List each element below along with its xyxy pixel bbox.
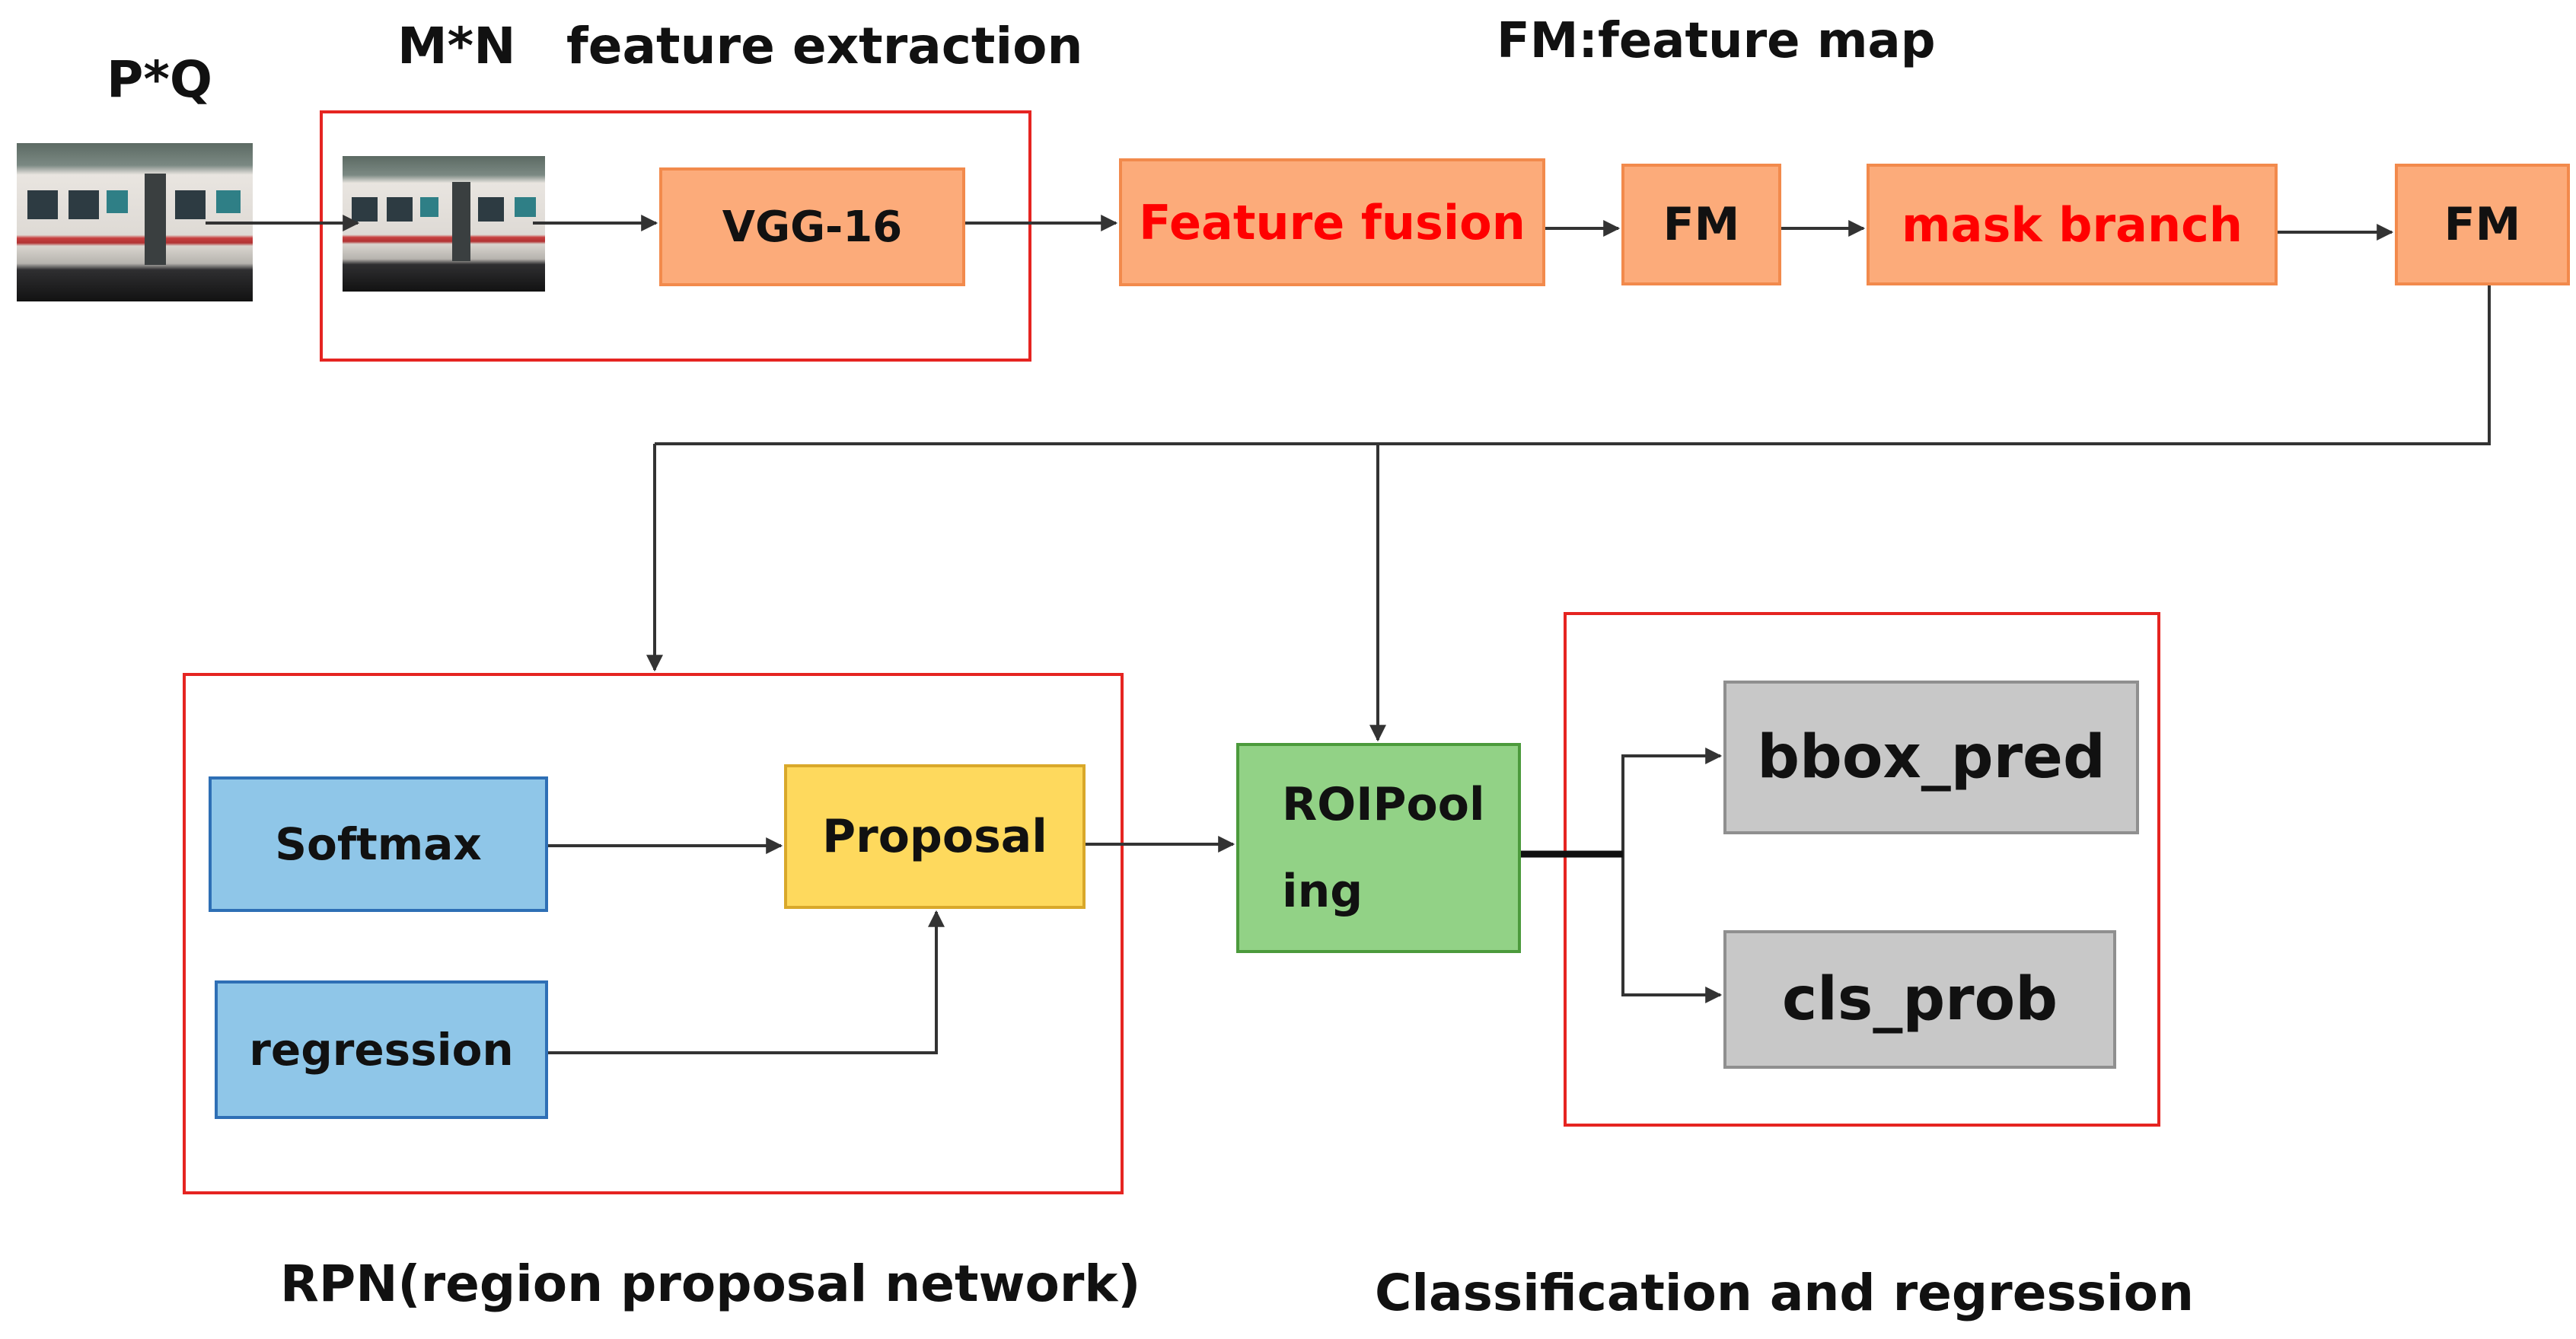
proposal-node: Proposal bbox=[784, 764, 1086, 909]
label-pq: P*Q bbox=[107, 50, 212, 109]
scaled-image bbox=[343, 156, 545, 292]
train-window bbox=[216, 190, 241, 213]
bbox-pred-node: bbox_pred bbox=[1723, 681, 2139, 834]
train-window bbox=[175, 190, 206, 219]
softmax-node: Softmax bbox=[209, 776, 548, 912]
mask-branch-node: mask branch bbox=[1867, 164, 2278, 285]
vgg16-node: VGG-16 bbox=[659, 167, 965, 286]
label-classification: Classification and regression bbox=[1375, 1264, 2194, 1322]
connector-roi-split-upper bbox=[1621, 748, 1723, 854]
roi-pooling-label-line1: ROIPool bbox=[1282, 778, 1485, 831]
rpn-frame bbox=[183, 673, 1124, 1194]
label-mn: M*N bbox=[397, 17, 516, 75]
classification-frame bbox=[1564, 612, 2160, 1127]
regression-node: regression bbox=[215, 980, 548, 1119]
train-window bbox=[387, 197, 413, 222]
connector-fm-down bbox=[655, 285, 2491, 445]
feature-fusion-node: Feature fusion bbox=[1119, 158, 1545, 286]
roi-pooling-node: ROIPool ing bbox=[1236, 743, 1521, 953]
feature-map-output-node: FM bbox=[2395, 164, 2570, 285]
label-rpn: RPN(region proposal network) bbox=[280, 1255, 1141, 1313]
train-window bbox=[69, 190, 99, 219]
label-fm-definition: FM:feature map bbox=[1497, 13, 1936, 69]
cls-prob-node: cls_prob bbox=[1723, 930, 2116, 1069]
input-image bbox=[17, 143, 253, 301]
train-window bbox=[27, 190, 58, 219]
train-window bbox=[420, 197, 438, 217]
feature-map-node: FM bbox=[1621, 164, 1781, 285]
train-window bbox=[107, 190, 128, 213]
connector-roi-split-lower bbox=[1621, 854, 1723, 1003]
train-window bbox=[515, 197, 536, 217]
train-gap bbox=[145, 174, 166, 265]
train-gap bbox=[452, 182, 470, 261]
feature-extraction-frame bbox=[320, 110, 1031, 362]
label-feature-extraction: feature extraction bbox=[566, 17, 1083, 75]
arrow-regression-to-proposal bbox=[548, 910, 945, 1054]
train-window bbox=[478, 197, 504, 222]
roi-pooling-label-line2: ing bbox=[1282, 865, 1363, 918]
